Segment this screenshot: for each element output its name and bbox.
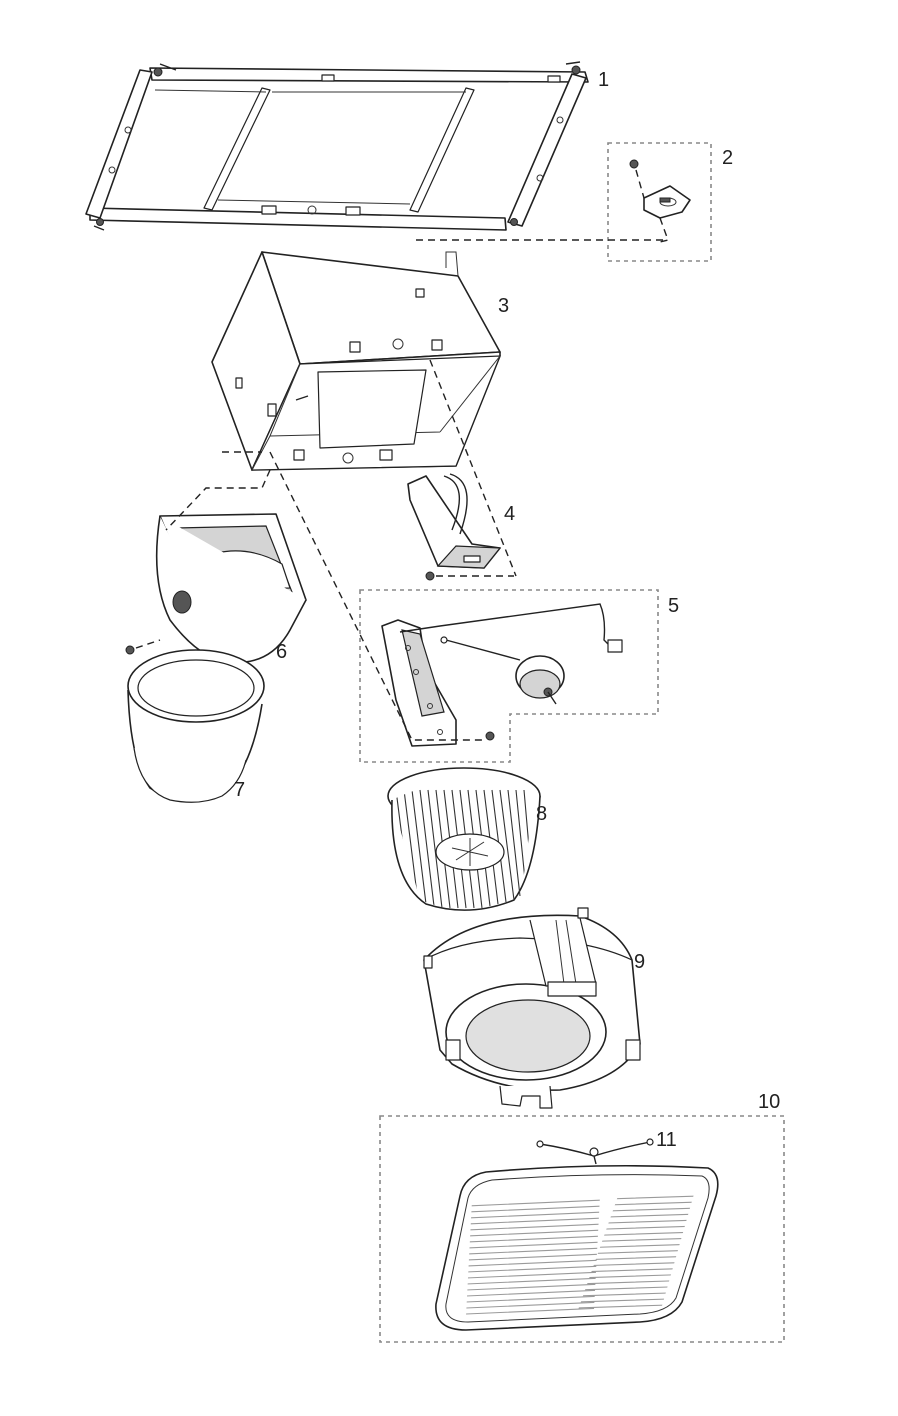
callout-7: 7 — [234, 779, 245, 801]
callout-5: 5 — [668, 595, 679, 617]
part-4-bracket — [407, 473, 514, 581]
part-6-light-housing — [125, 513, 307, 664]
part-5-motor-plate — [381, 603, 623, 747]
part-11-mounting-spring — [536, 1138, 654, 1165]
callout-1: 1 — [598, 69, 609, 91]
callout-2: 2 — [722, 147, 733, 169]
callout-6: 6 — [276, 641, 287, 663]
part-10-grille — [435, 1164, 719, 1331]
part-5-kit-outline — [359, 589, 659, 763]
part-7-lens-collar — [127, 649, 265, 803]
part-1-mounting-frame — [85, 61, 589, 231]
part-4-guide-line — [429, 359, 517, 577]
callout-8: 8 — [536, 803, 547, 825]
callout-9: 9 — [634, 951, 645, 973]
callout-11: 11 — [656, 1129, 677, 1151]
part-2-kit-outline — [607, 142, 712, 262]
callout-4: 4 — [504, 503, 515, 525]
part-3-housing — [211, 251, 501, 471]
part-9-blower-housing — [423, 907, 641, 1109]
part-8-blower-wheel — [387, 767, 541, 911]
callout-3: 3 — [498, 295, 509, 317]
callout-10: 10 — [758, 1091, 780, 1113]
part-10-kit-outline — [379, 1115, 785, 1343]
part-2-duct-bracket — [629, 159, 691, 243]
